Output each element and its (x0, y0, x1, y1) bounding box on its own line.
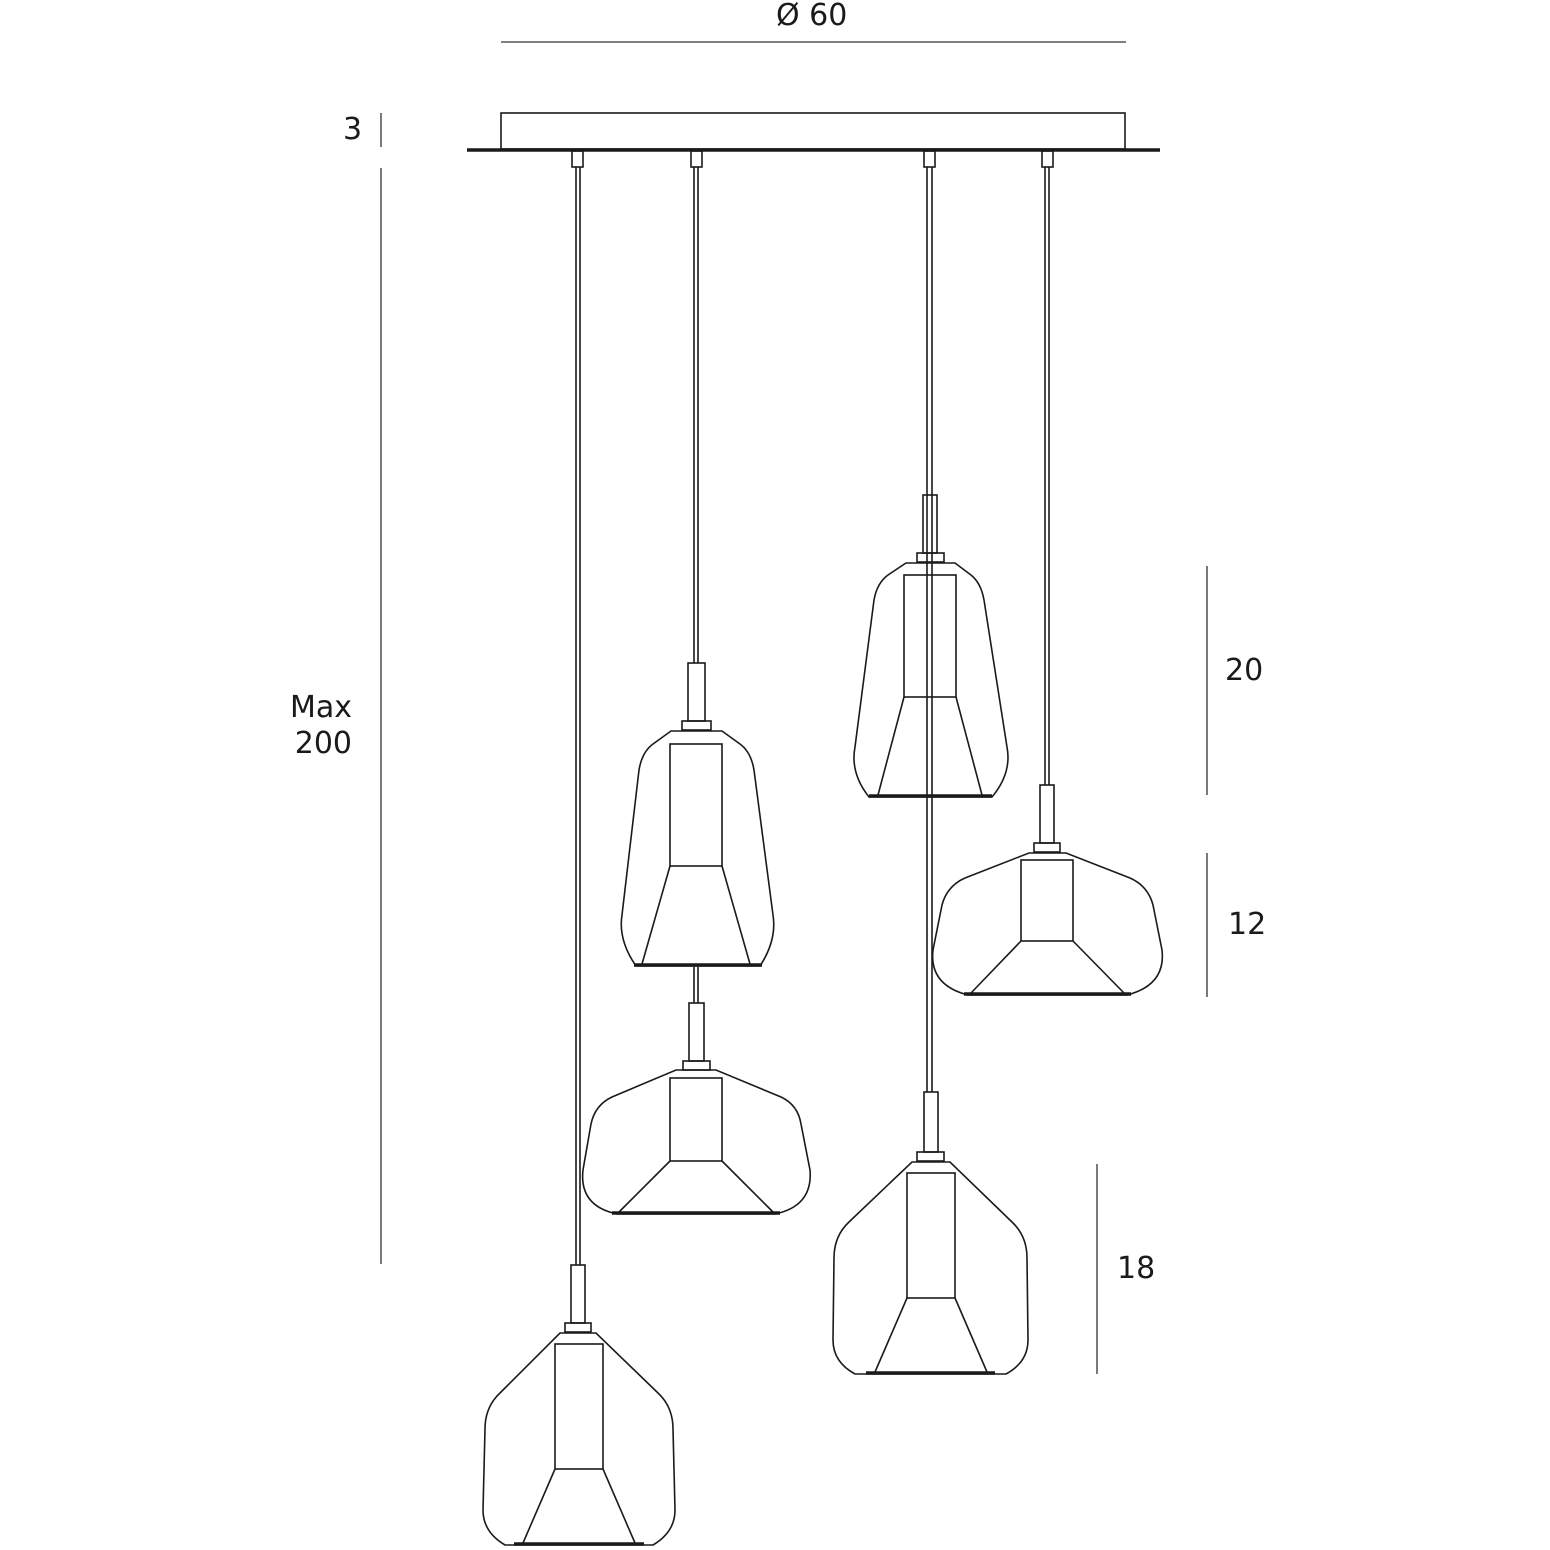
cable-3 (926, 167, 933, 1092)
cable-4 (1044, 167, 1050, 785)
pendant-round-right (832, 1091, 1029, 1375)
pendant-tall-left (620, 662, 775, 967)
cable-1 (575, 167, 581, 1265)
cable-anchor-4 (1041, 150, 1054, 168)
tall-shade-height-label: 20 (1225, 653, 1264, 688)
pendant-wide-right (931, 784, 1164, 996)
diameter-label: Ø 60 (776, 0, 848, 33)
max-drop-label-line1: Max (289, 690, 352, 725)
max-drop-label: Max 200 (270, 690, 352, 762)
pendant-tall-right (853, 494, 1009, 798)
max-drop-label-line2: 200 (294, 726, 352, 761)
pendant-round-left (482, 1264, 676, 1546)
wide-shade-height-label: 12 (1228, 907, 1267, 942)
canopy-plate (500, 112, 1126, 150)
round-shade-height-label: 18 (1117, 1251, 1156, 1286)
cable-2 (693, 167, 699, 663)
cable-anchor-2 (690, 150, 703, 168)
cable-anchor-3 (923, 150, 936, 168)
cable-anchor-1 (571, 150, 584, 168)
cable-5 (693, 967, 699, 1003)
pendant-wide-left (581, 1002, 811, 1215)
canopy-height-label: 3 (343, 112, 363, 147)
